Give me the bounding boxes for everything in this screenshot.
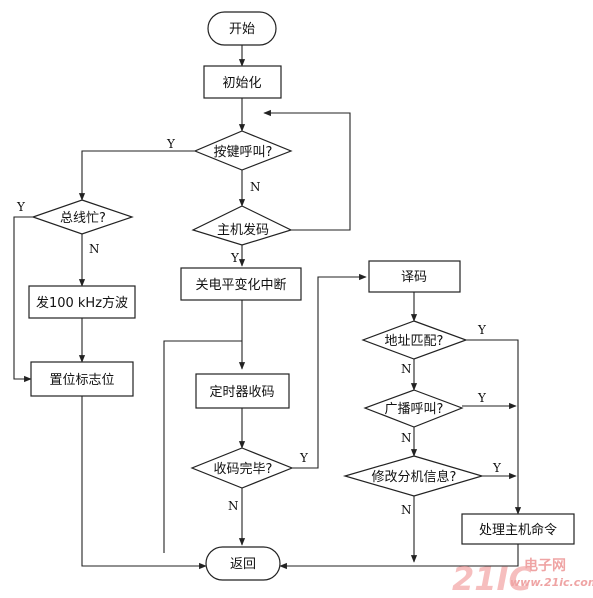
line-return-loop-to-timer	[163, 340, 242, 553]
node-init: 初始化	[203, 65, 282, 99]
arrow-setflag-to-return	[81, 396, 207, 570]
start-terminator-shape	[207, 11, 277, 46]
send-square-label: 发100 kHz方波	[36, 295, 128, 311]
arrow-busbusy-yes-to-setflag	[13, 216, 33, 383]
arrow-loop-back-to-keycall	[263, 109, 351, 231]
label-done-no: N	[228, 499, 239, 513]
arrow-addr-yes-to-handle	[466, 339, 522, 515]
label-modify-yes: Y	[492, 461, 502, 475]
set-flag-box-shape	[30, 361, 134, 397]
node-broadcast: 广播呼叫?	[363, 389, 464, 428]
node-modify-info: 修改分机信息?	[342, 455, 485, 497]
node-bus-busy: 总线忙?	[31, 199, 134, 235]
label-broadcast-yes: Y	[477, 391, 487, 405]
node-receive-done: 收码完毕?	[190, 447, 294, 489]
node-return: 返回	[205, 546, 281, 581]
label-keycall-no: N	[250, 180, 261, 194]
label-master-send-yes: Y	[230, 251, 240, 265]
label-broadcast-no: N	[401, 431, 412, 445]
node-send-square-wave: 发100 kHz方波	[28, 285, 136, 319]
label-addr-no: N	[401, 362, 412, 376]
broadcast-diamond-shape	[363, 389, 464, 428]
label-keycall-yes: Y	[166, 137, 176, 151]
master-send-label: 主机发码	[217, 222, 269, 238]
node-close-level-interrupt: 关电平变化中断	[180, 267, 302, 301]
node-key-call: 按键呼叫?	[193, 130, 293, 171]
node-timer-receive: 定时器收码	[195, 373, 290, 409]
node-handle-command: 处理主机命令	[461, 513, 575, 545]
return-terminator-shape	[205, 546, 281, 581]
label-busbusy-no: N	[89, 242, 100, 256]
timer-receive-box-shape	[195, 373, 290, 409]
label-busbusy-yes: Y	[16, 200, 26, 214]
node-set-flag: 置位标志位	[30, 361, 134, 397]
broadcast-label: 广播呼叫?	[385, 402, 444, 417]
send-square-box-shape	[28, 285, 136, 319]
label-modify-no: N	[401, 503, 412, 517]
branch-labels: Y N Y N Y Y N Y N Y N Y N	[16, 137, 502, 517]
bus-busy-diamond-shape	[31, 199, 134, 235]
handle-command-label: 处理主机命令	[479, 522, 557, 538]
close-int-label: 关电平变化中断	[195, 277, 286, 293]
modify-info-label: 修改分机信息?	[372, 469, 457, 485]
node-decode: 译码	[368, 260, 461, 293]
watermark-big: 21IC	[452, 560, 532, 598]
label-done-yes: Y	[299, 451, 309, 465]
arrow-keycall-yes-to-busbusy	[78, 150, 195, 201]
node-address-match: 地址匹配?	[361, 320, 468, 360]
start-label: 开始	[229, 22, 255, 37]
watermark-cn: 电子网	[524, 557, 566, 574]
set-flag-label: 置位标志位	[49, 373, 114, 388]
receive-done-diamond-shape	[190, 447, 294, 489]
receive-done-label: 收码完毕?	[214, 462, 273, 477]
arrow-handle-to-return	[279, 544, 519, 570]
arrow-done-yes-to-decode	[292, 273, 367, 469]
init-label: 初始化	[222, 76, 261, 91]
handle-command-box-shape	[461, 513, 575, 545]
master-send-diamond-shape	[191, 205, 293, 246]
decode-label: 译码	[401, 270, 427, 285]
address-match-diamond-shape	[361, 320, 468, 360]
init-box-shape	[203, 65, 282, 99]
timer-receive-label: 定时器收码	[209, 385, 274, 400]
bus-busy-label: 总线忙?	[60, 211, 106, 226]
label-addr-yes: Y	[477, 323, 487, 337]
key-call-diamond-shape	[193, 130, 293, 171]
node-start: 开始	[207, 11, 277, 46]
close-int-box-shape	[180, 267, 302, 301]
connectors	[13, 45, 522, 570]
modify-info-diamond-shape	[342, 455, 485, 497]
decode-box-shape	[368, 260, 461, 293]
return-label: 返回	[230, 557, 256, 572]
node-master-send: 主机发码	[191, 205, 293, 246]
key-call-label: 按键呼叫?	[214, 145, 273, 160]
address-match-label: 地址匹配?	[385, 334, 444, 349]
watermark-logo: 21IC 电子网 www.21ic.com	[452, 557, 593, 598]
watermark-url: www.21ic.com	[510, 576, 593, 589]
